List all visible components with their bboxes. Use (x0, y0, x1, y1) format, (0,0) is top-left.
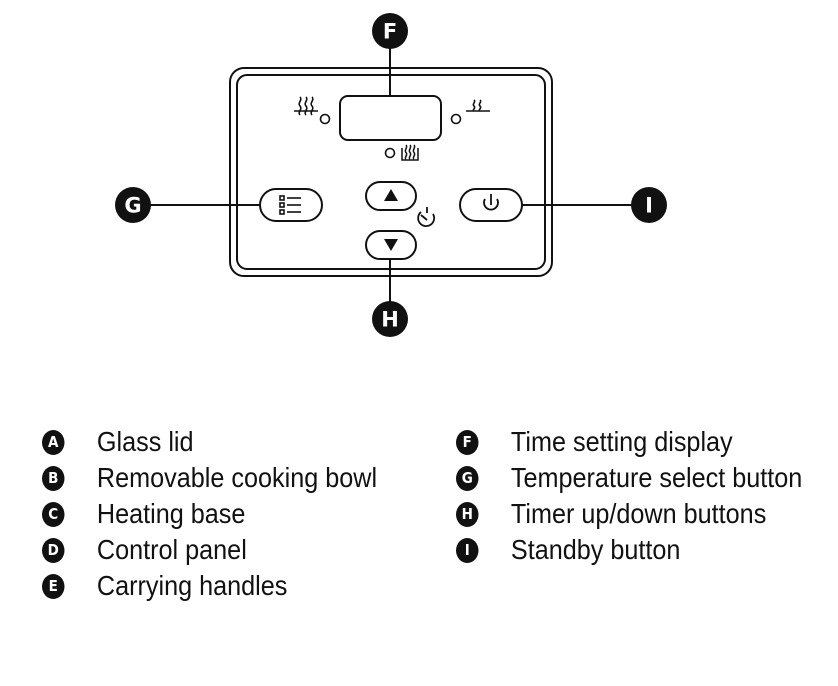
timer-down-button[interactable] (365, 230, 417, 260)
legend-label: Standby button (510, 534, 681, 565)
legend-item-time-setting-display: F Time setting display (456, 424, 733, 460)
high-heat-icon (401, 144, 419, 161)
callout-letter-i: I (645, 194, 653, 218)
menu-list-icon (279, 195, 301, 215)
legend-badge: I (456, 537, 479, 563)
timer-icon (417, 207, 436, 227)
legend-label: Carrying handles (96, 570, 288, 601)
legend-item-heating-base: C Heating base (42, 496, 245, 532)
callout-badge-g: G (115, 187, 151, 223)
legend-label: Heating base (96, 498, 246, 529)
legend-badge: G (456, 465, 479, 491)
low-indicator-light (450, 113, 462, 125)
legend-label: Time setting display (510, 426, 733, 457)
callout-letter-f: F (383, 20, 397, 44)
warm-indicator-light (319, 113, 331, 125)
timer-up-button[interactable] (365, 181, 417, 211)
high-indicator-light (384, 147, 396, 159)
legend-item-temperature-select-button: G Temperature select button (456, 460, 802, 496)
legend-item-timer-buttons: H Timer up/down buttons (456, 496, 766, 532)
callout-letter-h: H (381, 308, 399, 332)
time-setting-display (339, 95, 442, 141)
legend-item-control-panel: D Control panel (42, 532, 247, 568)
legend-badge: E (42, 573, 65, 599)
power-icon (483, 194, 499, 211)
down-triangle-icon (384, 239, 398, 251)
up-triangle-icon (384, 189, 398, 201)
callout-badge-i: I (631, 187, 667, 223)
legend-label: Glass lid (96, 426, 194, 457)
legend-item-carrying-handles: E Carrying handles (42, 568, 287, 604)
legend-badge: C (42, 501, 65, 527)
legend-label: Control panel (96, 534, 247, 565)
legend-badge: H (456, 501, 479, 527)
legend-badge: B (42, 465, 65, 491)
legend-label: Temperature select button (510, 462, 803, 493)
legend-item-glass-lid: A Glass lid (42, 424, 194, 460)
control-panel-diagram: F G I H (115, 13, 667, 337)
legend-label: Timer up/down buttons (510, 498, 767, 529)
standby-button[interactable] (459, 188, 523, 222)
legend-label: Removable cooking bowl (96, 462, 378, 493)
legend-badge: A (42, 429, 65, 455)
legend-item-standby-button: I Standby button (456, 532, 680, 568)
callout-badge-f: F (372, 13, 408, 49)
warm-heat-icon (294, 96, 318, 116)
callout-badge-h: H (372, 301, 408, 337)
legend-badge: D (42, 537, 65, 563)
temperature-select-button[interactable] (259, 188, 323, 222)
legend-badge: F (456, 429, 479, 455)
legend-item-cooking-bowl: B Removable cooking bowl (42, 460, 377, 496)
low-heat-icon (466, 99, 490, 112)
callout-letter-g: G (124, 194, 141, 218)
